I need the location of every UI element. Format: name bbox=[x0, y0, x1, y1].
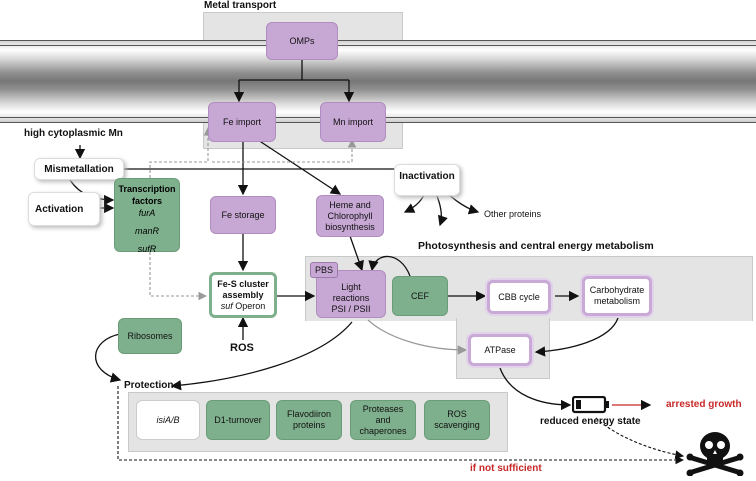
fe-storage-node: Fe storage bbox=[210, 196, 276, 234]
flavodiiron-node: Flavodiiron proteins bbox=[276, 400, 342, 440]
heme-chlorophyll-node: Heme and Chlorophyll biosynthesis bbox=[316, 195, 384, 237]
fes-operon: Operon bbox=[232, 300, 266, 311]
omps-node: OMPs bbox=[266, 22, 338, 60]
fe-import-node: Fe import bbox=[208, 102, 276, 142]
flavo-line-2: proteins bbox=[292, 420, 326, 430]
pbs-node: PBS bbox=[310, 262, 338, 278]
ros-label: ROS bbox=[230, 342, 254, 354]
high-mn-label: high cytoplasmic Mn bbox=[24, 128, 123, 139]
fe-s-cluster-node: Fe-S cluster assembly suf Operon bbox=[209, 272, 277, 318]
prot-line-2: and bbox=[375, 414, 391, 425]
not-sufficient-label: if not sufficient bbox=[470, 463, 542, 474]
tf-title-1: Transcription bbox=[118, 184, 176, 194]
rosscav-line-2: scavenging bbox=[434, 420, 480, 430]
mismetallation-node: Mismetallation bbox=[34, 158, 124, 180]
cbb-cycle-node: CBB cycle bbox=[487, 280, 551, 314]
tf-sufR: sufR bbox=[137, 244, 157, 254]
reduced-energy-label: reduced energy state bbox=[540, 416, 641, 427]
heme-line-3: biosynthesis bbox=[325, 221, 375, 232]
fes-line-1: Fe-S cluster bbox=[217, 278, 269, 289]
arrested-growth-label: arrested growth bbox=[666, 399, 742, 410]
light-reactions-node: Light reactions PSI / PSII bbox=[316, 270, 386, 318]
cef-node: CEF bbox=[392, 276, 448, 316]
battery-low-icon bbox=[571, 395, 609, 414]
flavo-line-1: Flavodiiron bbox=[286, 409, 332, 419]
skull-crossbones-icon bbox=[684, 430, 746, 477]
fes-suf: suf bbox=[220, 300, 233, 311]
tf-title-2: factors bbox=[131, 196, 162, 206]
prot-line-3: chaperones bbox=[359, 425, 407, 436]
ribosomes-node: Ribosomes bbox=[118, 318, 182, 354]
isia-node: isiA/B bbox=[136, 400, 200, 440]
other-proteins-label: Other proteins bbox=[484, 209, 542, 219]
light-line-1: Light bbox=[341, 281, 361, 292]
carb-line-1: Carbohydrate bbox=[589, 285, 645, 295]
protection-label: Protection bbox=[124, 380, 174, 391]
ros-scavenging-node: ROS scavenging bbox=[424, 400, 490, 440]
light-line-2: reactions bbox=[332, 292, 370, 303]
rosscav-line-1: ROS bbox=[447, 409, 467, 419]
atpase-node: ATPase bbox=[468, 334, 532, 366]
carb-line-2: metabolism bbox=[593, 296, 640, 306]
metal-transport-title: Metal transport bbox=[204, 0, 277, 11]
prot-line-1: Proteases bbox=[362, 403, 404, 414]
tf-furA: furA bbox=[138, 208, 156, 218]
inactivation-node: Inactivation bbox=[394, 164, 460, 196]
activation-node: Activation bbox=[28, 192, 100, 226]
photosynthesis-title: Photosynthesis and central energy metabo… bbox=[418, 240, 654, 252]
membrane-line-top bbox=[0, 40, 756, 41]
heme-line-1: Heme and bbox=[329, 199, 371, 210]
tf-manR: manR bbox=[134, 226, 159, 236]
membrane-line-top-inner bbox=[0, 45, 756, 46]
heme-line-2: Chlorophyll bbox=[327, 210, 373, 221]
light-line-3: PSI / PSII bbox=[331, 303, 371, 314]
mn-import-node: Mn import bbox=[320, 102, 386, 142]
fes-line-3: suf Operon bbox=[221, 301, 266, 312]
carbohydrate-node: Carbohydrate metabolism bbox=[582, 276, 652, 316]
transcription-factors-node: Transcription factors furA manR sufR bbox=[114, 178, 180, 254]
fes-line-2: assembly bbox=[222, 289, 264, 300]
d1-turnover-node: D1-turnover bbox=[206, 400, 270, 440]
proteases-node: Proteases and chaperones bbox=[350, 400, 416, 440]
